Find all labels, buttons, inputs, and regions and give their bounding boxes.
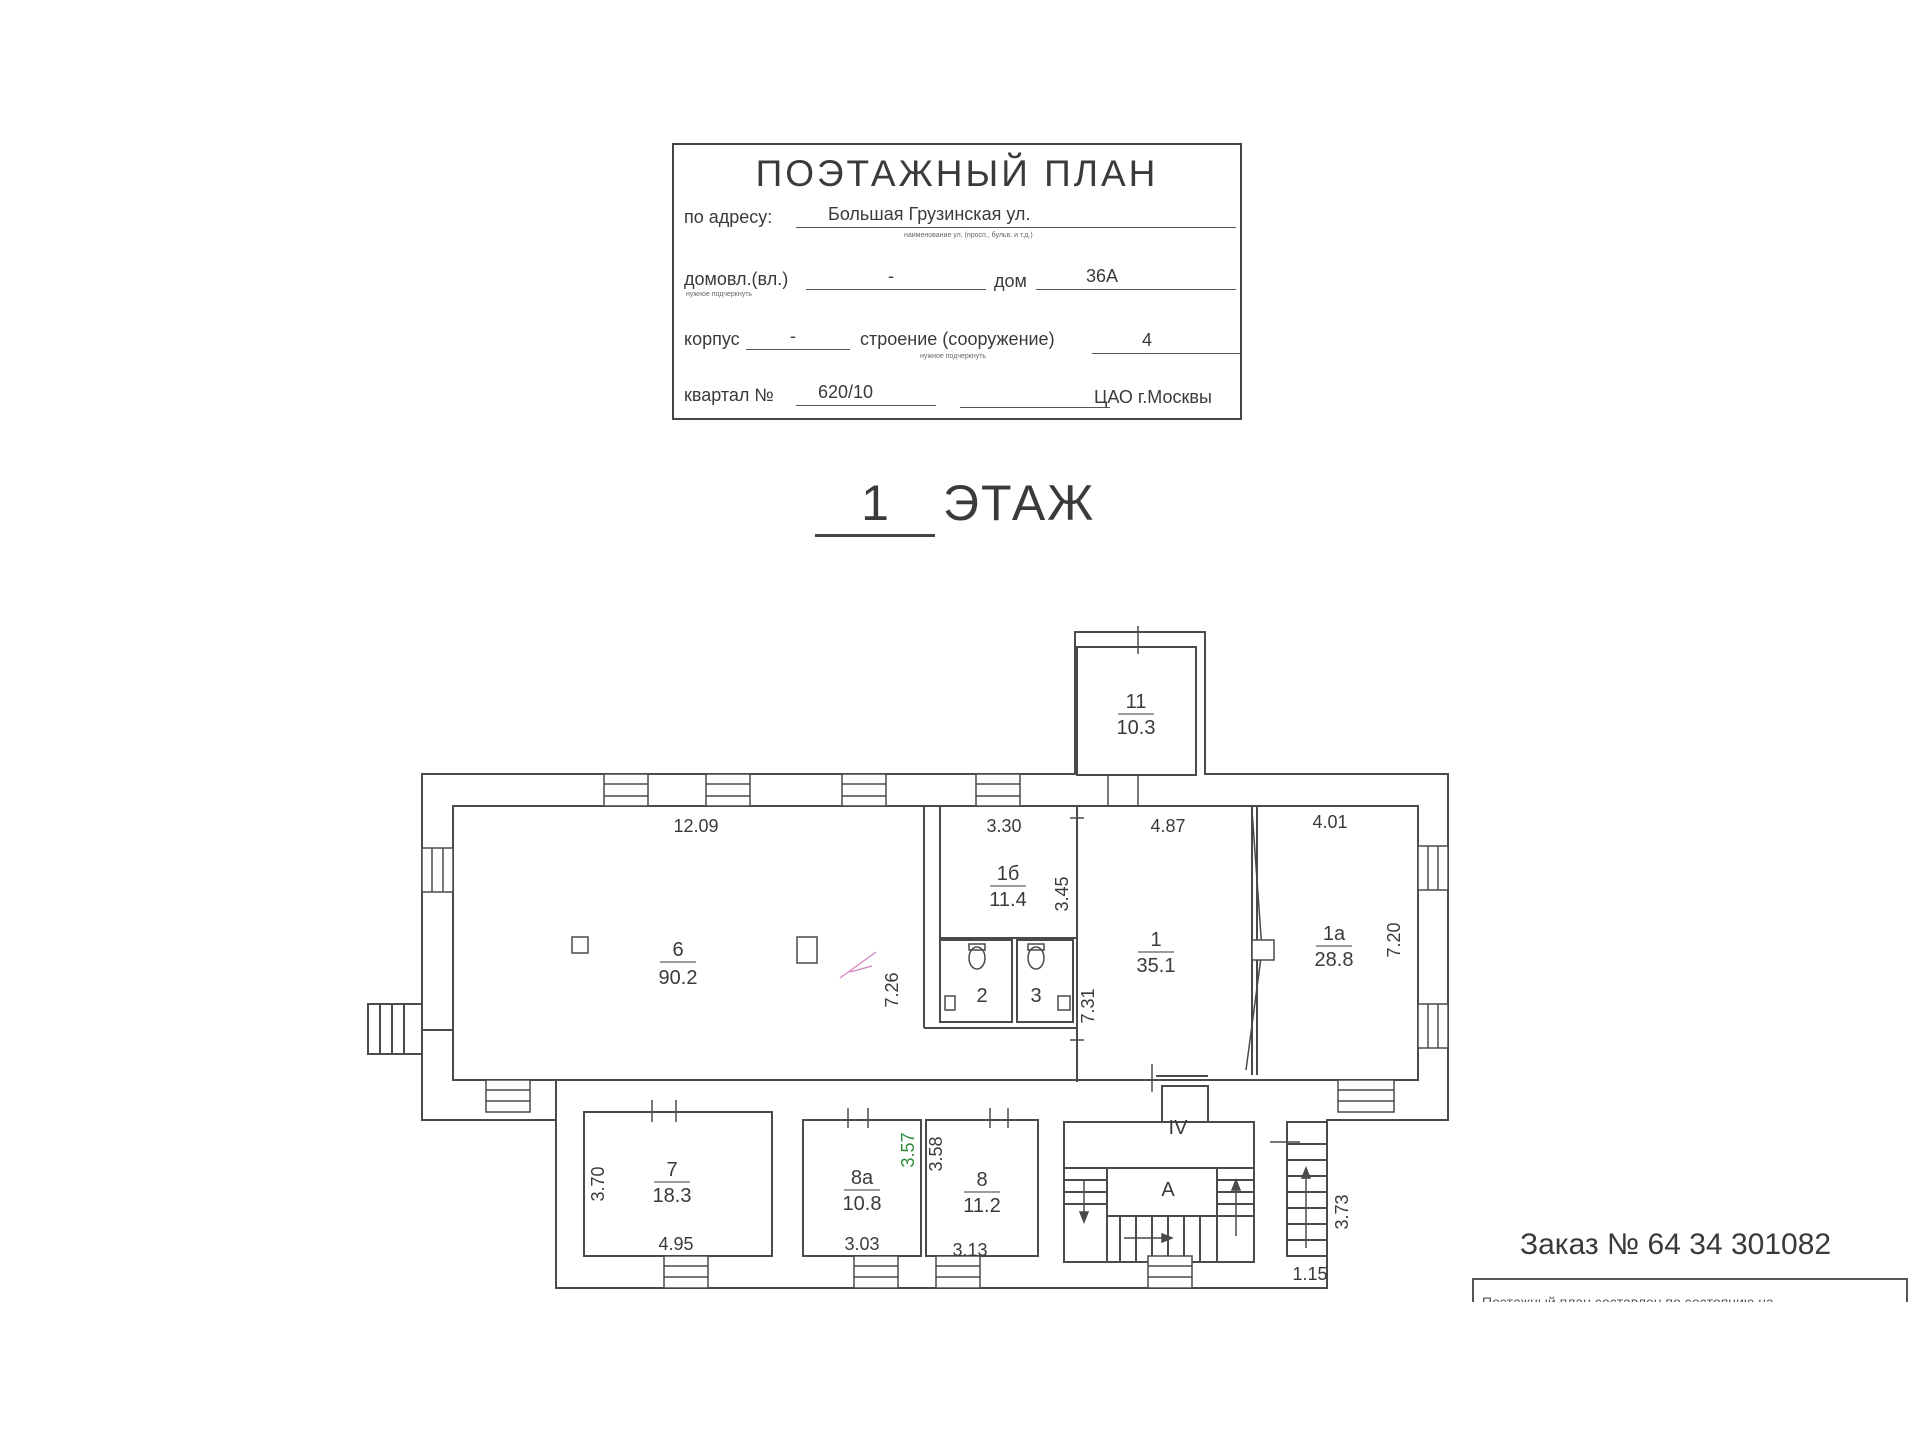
room-2-id: 2 (976, 985, 987, 1007)
plan-title: ПОЭТАЖНЫЙ ПЛАН (755, 153, 1159, 194)
dim-3-03: 3.03 (844, 1234, 879, 1254)
district-value: ЦАО г.Москвы (1094, 387, 1212, 407)
window (421, 847, 454, 893)
room-1b-area: 11.4 (989, 889, 1026, 911)
room-1b-id: 1б (997, 863, 1020, 885)
stamp-text: Поэтажный план составлен по состоянию на (1482, 1294, 1774, 1302)
stair-a-label: A (1161, 1179, 1175, 1201)
window (935, 1255, 981, 1289)
dim-3-70: 3.70 (588, 1166, 608, 1201)
dim-3-13: 3.13 (952, 1240, 987, 1260)
room-11-walls (1076, 646, 1197, 776)
room-8-area: 11.2 (963, 1195, 1000, 1217)
window (975, 773, 1021, 807)
room-3-walls (1016, 939, 1074, 1023)
quarter-row: квартал № 620/10 ЦАО г.Москвы (684, 381, 1234, 415)
block-label: корпус (684, 329, 740, 349)
block-value: - (790, 326, 796, 346)
room-8a-area: 10.8 (843, 1193, 882, 1215)
stamp-box: Поэтажный план составлен по состоянию на (1472, 1278, 1908, 1302)
dim-7-26: 7.26 (882, 972, 902, 1007)
house-line: 36А (1036, 266, 1236, 290)
dim-7-31: 7.31 (1078, 988, 1098, 1023)
room-8-walls (925, 1119, 1039, 1257)
order-number: Заказ № 64 34 301082 (1520, 1228, 1832, 1261)
room-6-id: 6 (672, 939, 683, 961)
room-8a-id: 8а (851, 1167, 874, 1189)
page-bottom-blank (0, 1302, 1920, 1440)
column (571, 936, 589, 954)
building-label: строение (сооружение) (860, 329, 1055, 349)
estate-hint: нужное подчеркнуть (686, 291, 753, 298)
estate-row: домовл.(вл.) нужное подчеркнуть - дом 36… (684, 266, 1236, 307)
window (603, 773, 649, 807)
room-1-id: 1 (1150, 929, 1161, 951)
window (1147, 1255, 1193, 1289)
house-label: дом (994, 271, 1027, 291)
room-2-walls (939, 939, 1013, 1023)
room-11-id: 11 (1126, 691, 1147, 713)
toilet-icon (1027, 946, 1045, 970)
room-1a-area: 28.8 (1315, 949, 1354, 971)
address-hint: наименование ул. (просп., бульв. и т.д.) (904, 232, 1033, 239)
block-line: - (746, 326, 850, 350)
outer-wall (421, 631, 1449, 1289)
room-8-id: 8 (976, 1169, 987, 1191)
window (485, 1079, 531, 1113)
room-7-id: 7 (666, 1159, 677, 1181)
estate-value: - (888, 266, 894, 286)
estate-line: - (806, 266, 986, 290)
room-3-id: 3 (1030, 985, 1041, 1007)
address-label: по адресу: (684, 207, 773, 227)
window (663, 1255, 709, 1289)
building-value: 4 (1142, 330, 1153, 350)
column (796, 936, 818, 964)
window (853, 1255, 899, 1289)
dim-4-87: 4.87 (1150, 816, 1185, 836)
estate-label: домовл.(вл.) (684, 269, 789, 289)
building-line: 4 (1092, 330, 1240, 354)
dim-7-20: 7.20 (1384, 922, 1404, 957)
house-value: 36А (1086, 266, 1119, 286)
window (1337, 1079, 1395, 1113)
dim-3-45: 3.45 (1052, 876, 1072, 911)
address-row: по адресу: Большая Грузинская ул. наимен… (684, 204, 1236, 245)
address-line: Большая Грузинская ул. (796, 204, 1236, 228)
building-hint: нужное подчеркнуть (920, 353, 987, 360)
room-7-area: 18.3 (653, 1185, 692, 1207)
dim-4-95: 4.95 (658, 1234, 693, 1254)
district-line (960, 385, 1110, 408)
stair-iv-label: IV (1169, 1117, 1189, 1139)
inner-wall (452, 805, 1419, 1081)
window (841, 773, 887, 807)
quarter-line: 620/10 (796, 382, 936, 406)
room-11-area: 10.3 (1117, 717, 1156, 739)
room-6-area: 90.2 (659, 967, 698, 989)
dim-3-58: 3.58 (926, 1136, 946, 1171)
dim-3-73: 3.73 (1332, 1194, 1352, 1229)
quarter-label: квартал № (684, 385, 774, 405)
floor-number: 1 (815, 474, 935, 537)
pencil-mark (839, 951, 877, 979)
toilet-icon (968, 946, 986, 970)
quarter-value: 620/10 (818, 382, 874, 402)
block-row: корпус - строение (сооружение) нужное по… (684, 326, 1240, 367)
dim-1-15: 1.15 (1292, 1264, 1327, 1284)
dim-12-09: 12.09 (673, 816, 718, 836)
dim-3-30: 3.30 (986, 816, 1021, 836)
dim-4-01: 4.01 (1312, 812, 1347, 832)
room-1a-id: 1а (1323, 923, 1346, 945)
address-value: Большая Грузинская ул. (828, 204, 1031, 224)
window (705, 773, 751, 807)
sink-icon (944, 995, 956, 1011)
title-block: ПОЭТАЖНЫЙ ПЛАН по адресу: Большая Грузин… (672, 143, 1242, 420)
window (1417, 845, 1449, 891)
room-1-area: 35.1 (1137, 955, 1176, 977)
floor-label: ЭТАЖ (943, 475, 1096, 531)
sink-icon (1057, 995, 1071, 1011)
dim-3-57: 3.57 (898, 1132, 918, 1167)
window (1417, 1003, 1449, 1049)
